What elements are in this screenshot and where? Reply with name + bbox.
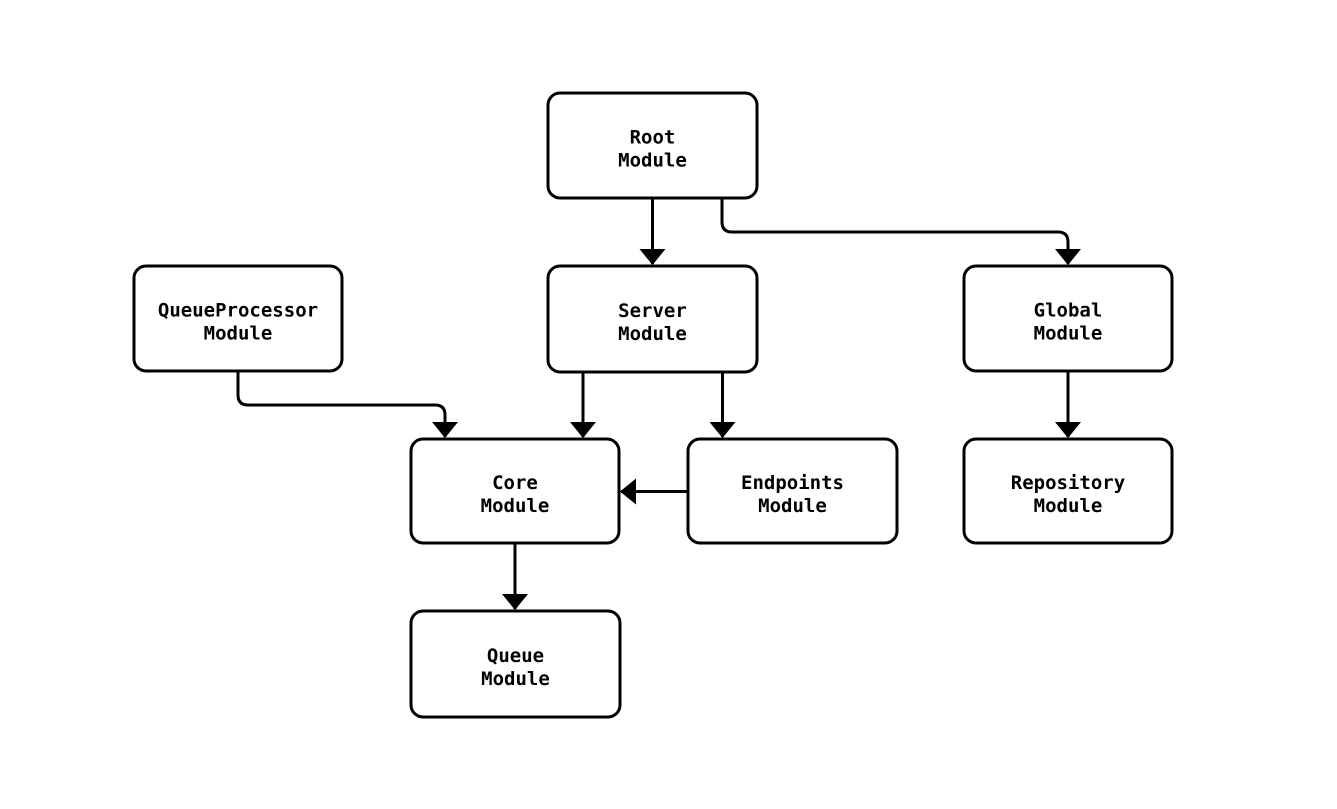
node-root-label-line1: Root <box>630 127 676 149</box>
node-server-box <box>546 264 759 374</box>
edges-layer <box>236 198 1081 610</box>
node-endpoints-label-line1: Endpoints <box>741 472 844 494</box>
node-root-box <box>546 91 759 200</box>
node-server-label-line1: Server <box>618 300 687 322</box>
nodes-layer: RootModuleQueueProcessorModuleServerModu… <box>132 91 1174 719</box>
node-queueprocessor-label-line1: QueueProcessor <box>158 300 318 322</box>
node-endpoints-box <box>686 437 899 545</box>
node-queueprocessor-label-line2: Module <box>204 323 273 345</box>
node-queueprocessor-box <box>132 264 344 373</box>
node-core-box <box>409 437 621 545</box>
edge-queueprocessor-to-core <box>236 371 458 438</box>
node-global-label-line1: Global <box>1034 300 1103 322</box>
node-global-box <box>962 264 1174 373</box>
node-global-label-line2: Module <box>1034 323 1103 345</box>
node-repository-label-line2: Module <box>1034 495 1103 517</box>
node-core-label-line2: Module <box>481 495 550 517</box>
node-core-label-line1: Core <box>492 472 538 494</box>
node-queue-box <box>409 609 622 719</box>
node-repository-box <box>962 437 1174 545</box>
node-server-label-line2: Module <box>618 323 687 345</box>
edge-root-to-global <box>720 198 1081 265</box>
node-root-label-line2: Module <box>618 150 687 172</box>
node-queue-label-line2: Module <box>481 668 550 690</box>
node-endpoints-label-line2: Module <box>758 495 827 517</box>
node-queue-label-line1: Queue <box>487 645 544 667</box>
node-repository-label-line1: Repository <box>1011 472 1125 494</box>
